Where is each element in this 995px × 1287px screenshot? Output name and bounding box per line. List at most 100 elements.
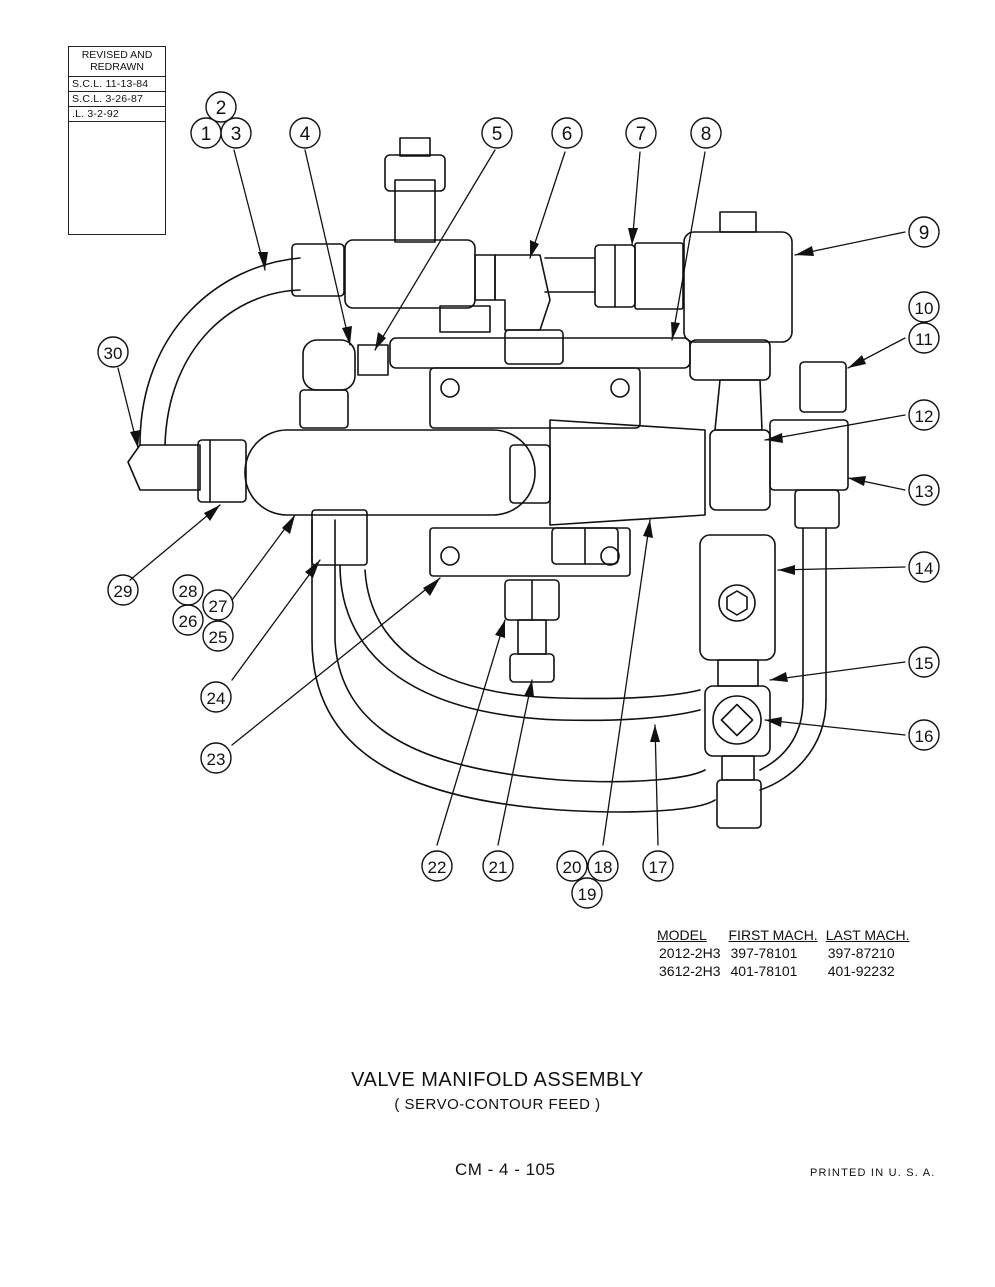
callout-number: 23 (207, 750, 226, 769)
tee-cross (709, 429, 771, 511)
callout-circle (289, 117, 321, 149)
mount-hole (610, 378, 630, 398)
revision-header-line2: REDRAWN (90, 61, 144, 74)
revision-row: S.C.L. 11-13-84 (69, 77, 165, 93)
leader-21 (497, 679, 533, 846)
callout-number: 17 (649, 858, 668, 877)
header-first-mach: FIRST MACH. (728, 927, 818, 943)
valve-15-neck (717, 659, 759, 687)
callout-number: 27 (209, 597, 228, 616)
arrowhead (530, 240, 539, 258)
fitting-7b (634, 242, 684, 310)
leader-6 (529, 151, 566, 259)
cell-first-mach: 401-78101 (730, 963, 798, 979)
drawing-subtitle: ( SERVO-CONTOUR FEED ) (394, 1096, 601, 1113)
callout-number: 3 (231, 124, 242, 145)
callout-circle (908, 646, 940, 678)
callout-number: 7 (636, 124, 647, 145)
elbow-nut (504, 329, 564, 365)
callout-circle (481, 117, 513, 149)
arrowhead (795, 246, 814, 256)
callout-circle (107, 574, 139, 606)
arrowhead (342, 326, 352, 345)
top-right-fitting (474, 254, 496, 301)
arrowhead (848, 355, 866, 368)
leader-8 (671, 151, 706, 341)
printed-note: PRINTED IN U. S. A. (810, 1167, 936, 1179)
callout-number: 21 (489, 858, 508, 877)
callout-number: 2 (216, 98, 227, 119)
callout-26: 26 (172, 604, 204, 636)
callout-circle (908, 474, 940, 506)
callout-circle (551, 117, 583, 149)
callout-number: 13 (915, 482, 934, 501)
callout-8: 8 (690, 117, 722, 149)
valve-16-ring (712, 695, 762, 745)
leader-9 (794, 231, 906, 256)
leader-15 (769, 661, 906, 681)
leader-18 (602, 519, 651, 846)
callout-balloons: 2 1 3 4 5 6 7 8 9 10 11 12 13 14 15 16 1… (97, 91, 940, 909)
revision-header-line1: REVISED AND (81, 49, 153, 61)
solenoid-9 (683, 231, 793, 343)
header-last-mach: LAST MACH. (825, 927, 910, 943)
table-row: 2012-2H3 397-78101 397-87210 (655, 944, 915, 962)
callout-circle (172, 604, 204, 636)
header-model: MODEL (657, 927, 707, 943)
revision-row: S.C.L. 3-26-87 (69, 92, 165, 108)
callout-circle (200, 742, 232, 774)
solenoid-cap (719, 211, 757, 233)
callout-21: 21 (482, 850, 514, 882)
top-valve-block (344, 239, 476, 309)
callout-17: 17 (642, 850, 674, 882)
callout-circle (625, 117, 657, 149)
arrowhead (765, 433, 783, 443)
fitting-13-nut (794, 489, 840, 529)
top-valve-stem (394, 179, 436, 243)
drawing-title: VALVE MANIFOLD ASSEMBLY (351, 1069, 644, 1091)
cell-last-mach: 397-87210 (827, 945, 895, 961)
callout-number: 6 (562, 124, 573, 145)
callout-number: 9 (919, 223, 930, 244)
solenoid-base (689, 339, 771, 381)
callout-2: 2 (205, 91, 237, 123)
callout-19: 19 (571, 877, 603, 909)
callout-circle (556, 850, 588, 882)
u-tube-inner-1 (339, 564, 701, 722)
revision-block: REVISED AND REDRAWN S.C.L. 11-13-84 S.C.… (68, 46, 166, 236)
u-tube-17 (311, 519, 716, 813)
callout-18: 18 (587, 850, 619, 882)
callout-13: 13 (908, 474, 940, 506)
leader-12 (764, 414, 906, 441)
arrowhead (671, 322, 680, 340)
right-tube-bend-b (759, 699, 827, 791)
table-row: 3612-2H3 401-78101 401-92232 (655, 962, 915, 980)
callout-number: 20 (563, 858, 582, 877)
top-block-lower (439, 305, 491, 333)
arrowhead (282, 515, 295, 534)
callout-circle (421, 850, 453, 882)
callout-circle (908, 322, 940, 354)
leader-29 (129, 504, 221, 581)
callout-20: 20 (556, 850, 588, 882)
leader-3 (233, 149, 266, 271)
valve-bottom-thread (721, 755, 755, 781)
callout-circle (908, 399, 940, 431)
fitting-24 (311, 509, 368, 566)
callout-number: 5 (492, 124, 503, 145)
arrowhead (130, 430, 140, 448)
callout-circle (97, 336, 129, 368)
bottom-thread (517, 619, 547, 655)
callout-number: 24 (207, 689, 226, 708)
callout-circle (202, 620, 234, 652)
callout-23: 23 (200, 742, 232, 774)
callout-4: 4 (289, 117, 321, 149)
mount-hole (440, 546, 460, 566)
top-left-fitting (291, 243, 345, 297)
callout-9: 9 (908, 216, 940, 248)
callout-circle (205, 91, 237, 123)
callout-number: 8 (701, 124, 712, 145)
callout-5: 5 (481, 117, 513, 149)
callout-number: 26 (179, 612, 198, 631)
